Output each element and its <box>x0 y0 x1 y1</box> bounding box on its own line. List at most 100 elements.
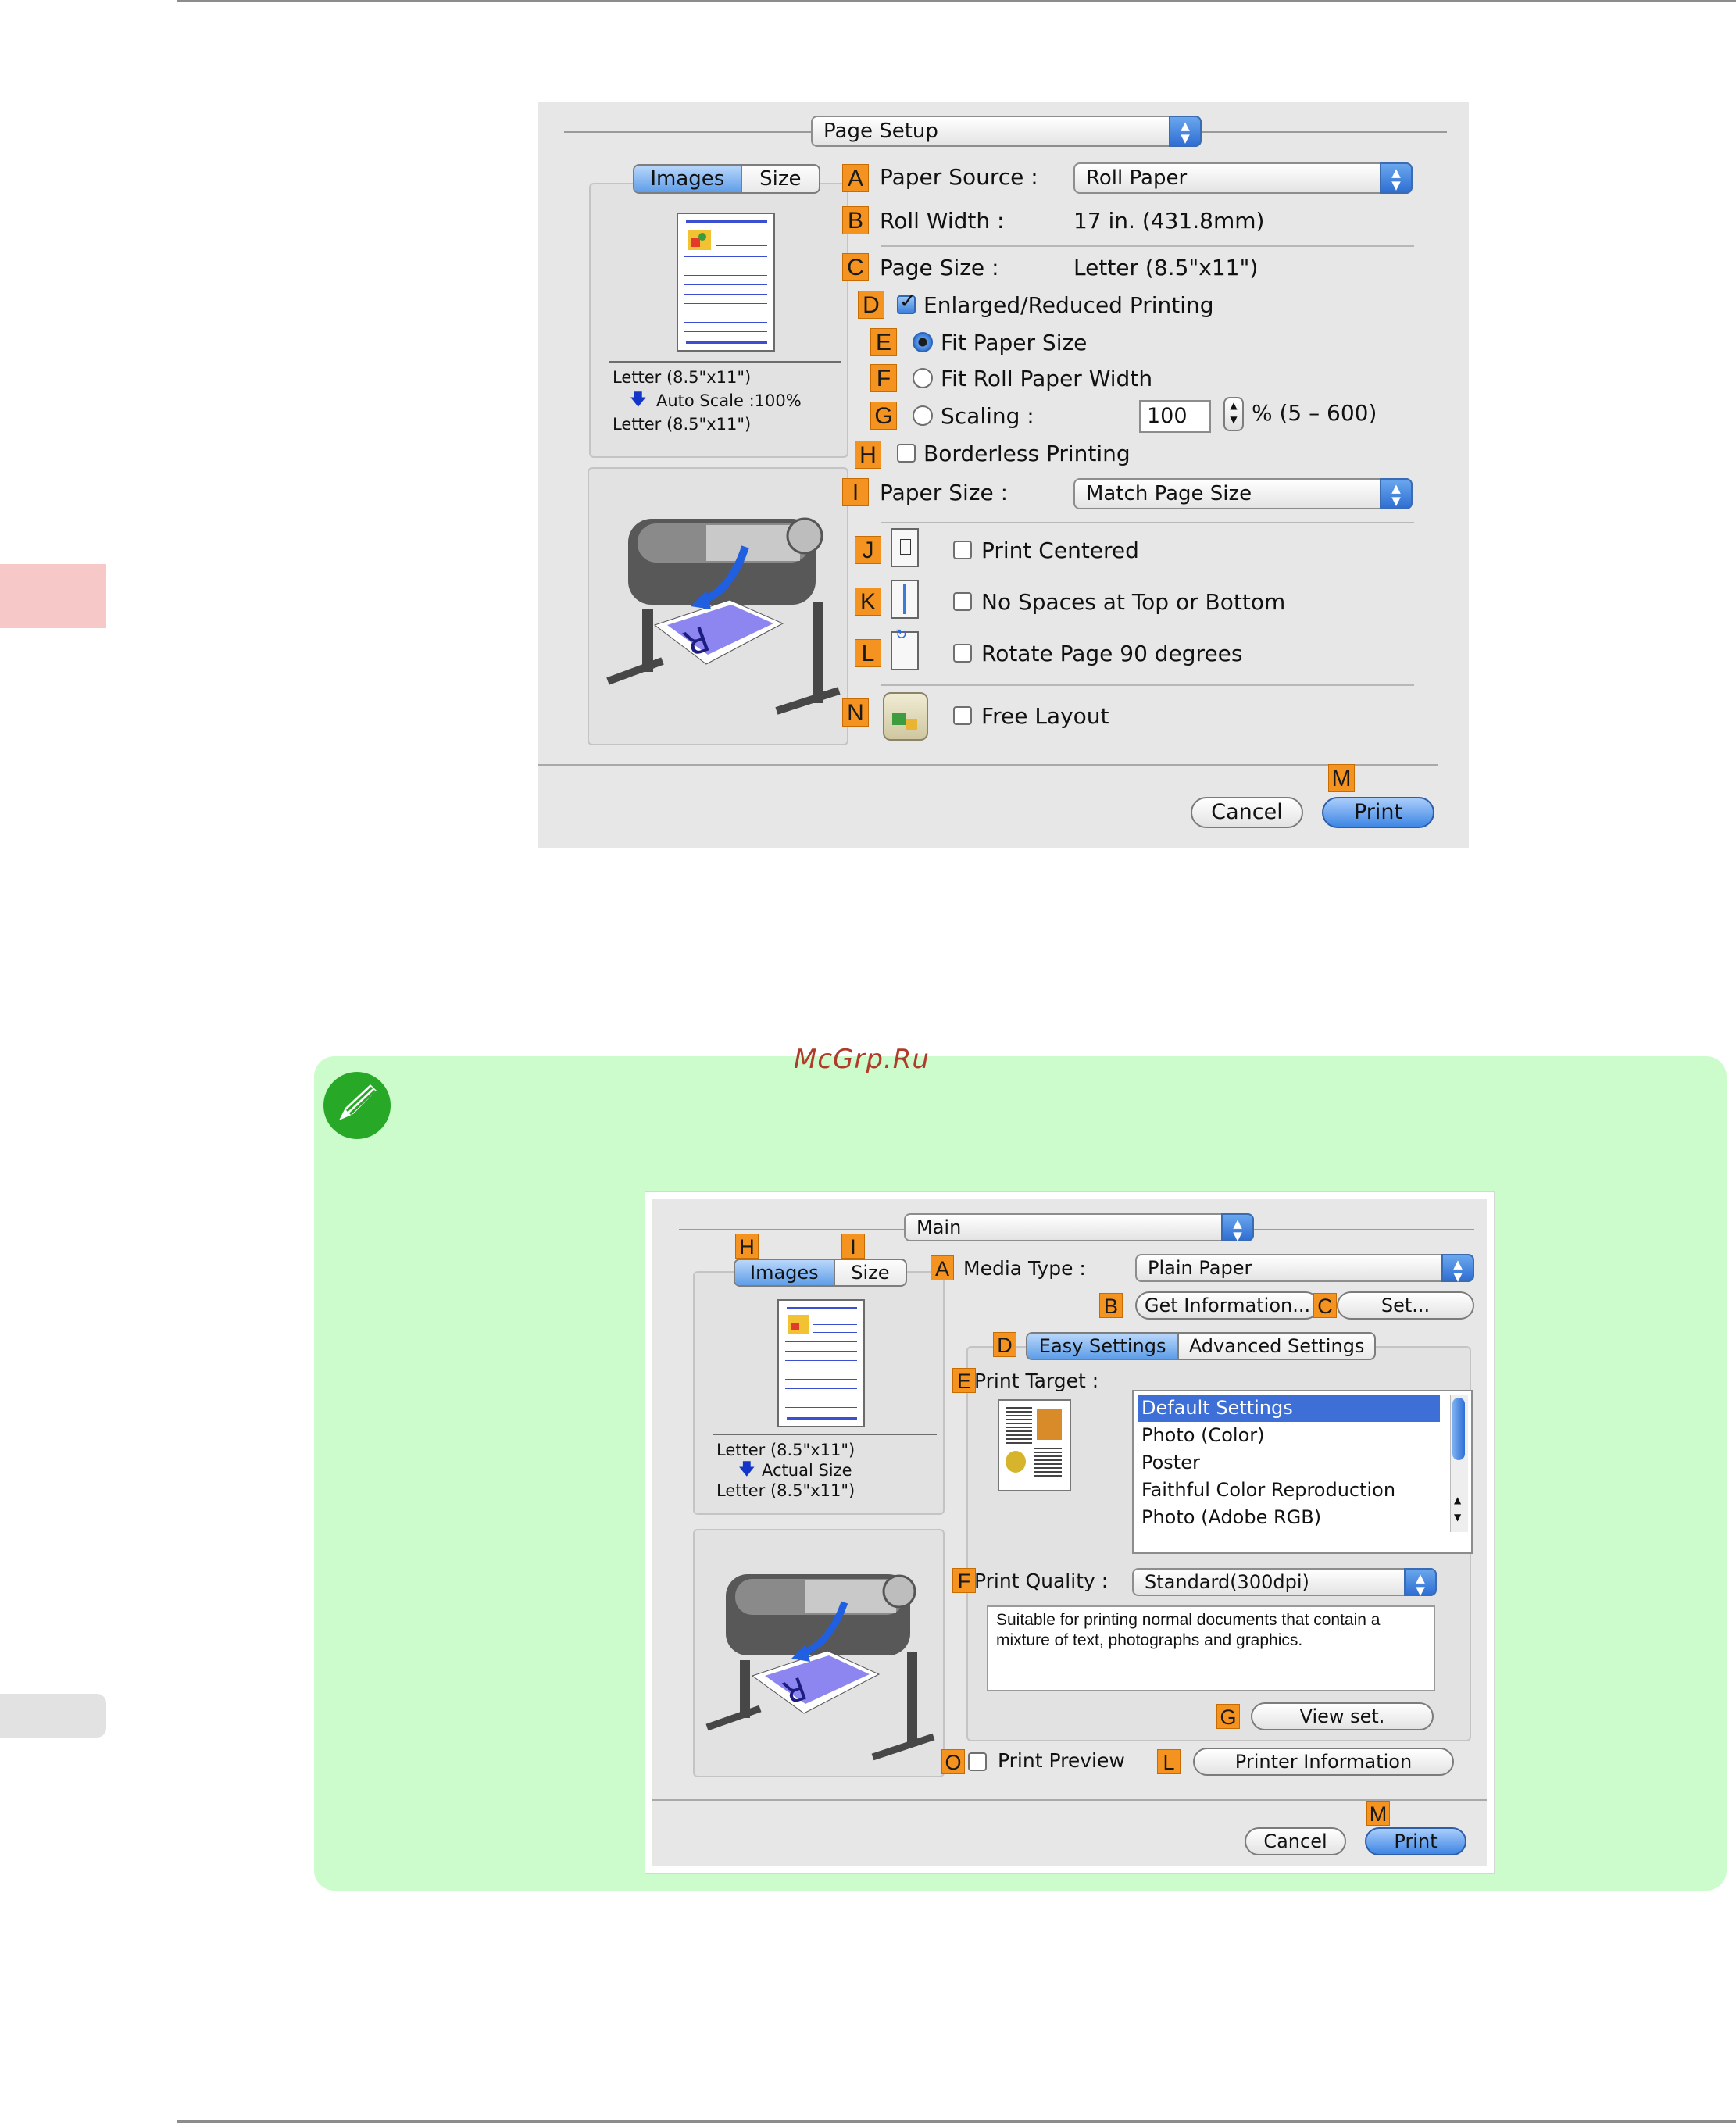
print-quality-select[interactable]: Standard(300dpi)▲▼ <box>1132 1568 1437 1597</box>
list-scrollbar[interactable]: ▲ ▼ <box>1450 1395 1468 1532</box>
scaling-input[interactable]: 100 <box>1139 400 1211 433</box>
scaling-range: % (5 – 600) <box>1252 400 1377 426</box>
page-size-value: Letter (8.5"x11") <box>1073 255 1259 280</box>
scaling-radio[interactable] <box>913 405 933 426</box>
borderless-checkbox[interactable] <box>897 444 916 462</box>
divider <box>679 1229 921 1230</box>
set-button[interactable]: Set... <box>1337 1291 1474 1320</box>
tab-size[interactable]: Size <box>759 167 802 191</box>
quality-description: Suitable for printing normal documents t… <box>987 1605 1435 1691</box>
print-target-thumbnail <box>998 1399 1071 1491</box>
print-preview-checkbox[interactable] <box>968 1752 987 1771</box>
badge-n: N <box>842 698 869 727</box>
paper-size-select[interactable]: Match Page Size▲▼ <box>1073 478 1413 509</box>
enlarged-reduced-checkbox[interactable] <box>897 290 916 314</box>
badge-m: M <box>1328 764 1355 792</box>
list-item[interactable]: Photo (Adobe RGB) <box>1141 1506 1322 1528</box>
preview-output-size: Letter (8.5"x11") <box>613 415 752 434</box>
pencil-note-icon <box>323 1072 391 1139</box>
chapter-tab <box>0 1694 106 1738</box>
updown-arrows-icon: ▲▼ <box>1380 478 1413 509</box>
printer-illustration: R <box>705 1574 935 1761</box>
no-spaces-checkbox[interactable] <box>953 592 972 611</box>
page-setup-dialog: Page Setup▲▼ Images Size Letter (8.5"x11… <box>538 102 1469 848</box>
tab-advanced-settings[interactable]: Advanced Settings <box>1188 1335 1365 1357</box>
divider <box>881 522 1414 523</box>
fit-paper-size-label: Fit Paper Size <box>941 330 1088 355</box>
printer-information-button[interactable]: Printer Information <box>1193 1748 1454 1776</box>
scaling-stepper[interactable]: ▲▼ <box>1223 397 1244 431</box>
top-rule <box>177 0 1736 2</box>
divider <box>652 1799 1487 1801</box>
fit-roll-width-radio[interactable] <box>913 368 933 388</box>
media-type-select[interactable]: Plain Paper▲▼ <box>1135 1254 1474 1283</box>
free-layout-checkbox[interactable] <box>953 706 972 725</box>
badge-f: F <box>952 1568 976 1593</box>
divider <box>881 245 1414 247</box>
down-arrow-icon: 🡇 <box>630 390 647 409</box>
paper-size-label: Paper Size : <box>880 480 1009 505</box>
badge-b: B <box>1099 1293 1123 1318</box>
cancel-button[interactable]: Cancel <box>1245 1827 1346 1855</box>
print-centered-checkbox[interactable] <box>953 541 972 559</box>
print-centered-icon <box>891 528 919 567</box>
fit-roll-width-label: Fit Roll Paper Width <box>941 366 1153 391</box>
rotate-page-label: Rotate Page 90 degrees <box>981 641 1243 666</box>
badge-i: I <box>842 478 869 506</box>
printer-illustration-group: R <box>588 467 848 745</box>
roll-width-label: Roll Width : <box>880 208 1005 234</box>
tab-images[interactable]: Images <box>634 166 742 192</box>
badge-b: B <box>842 206 869 234</box>
view-set-button[interactable]: View set. <box>1251 1702 1434 1730</box>
fit-paper-size-radio[interactable] <box>913 332 933 352</box>
free-layout-icon <box>883 692 928 741</box>
list-item[interactable]: Default Settings <box>1138 1395 1440 1422</box>
badge-m: M <box>1366 1801 1390 1826</box>
badge-a: A <box>931 1255 954 1280</box>
chapter-tab-active <box>0 564 106 628</box>
divider <box>538 764 1438 766</box>
tab-size[interactable]: Size <box>851 1262 890 1284</box>
badge-l: L <box>1157 1749 1181 1774</box>
divider <box>713 1434 937 1435</box>
no-spaces-label: No Spaces at Top or Bottom <box>981 589 1286 615</box>
get-information-button[interactable]: Get Information... <box>1135 1291 1320 1320</box>
tab-easy-settings[interactable]: Easy Settings <box>1027 1334 1180 1359</box>
rotate-page-checkbox[interactable] <box>953 644 972 662</box>
roll-width-value: 17 in. (431.8mm) <box>1073 208 1265 234</box>
preview-page-size: Letter (8.5"x11") <box>613 368 752 387</box>
preview-tabs[interactable]: Images Size <box>734 1259 907 1287</box>
preview-tabs[interactable]: Images Size <box>633 164 820 194</box>
divider <box>1200 131 1447 133</box>
image-icon <box>788 1315 809 1334</box>
scaling-label: Scaling : <box>941 403 1034 429</box>
badge-e: E <box>952 1368 976 1393</box>
badge-c: C <box>1313 1293 1337 1318</box>
list-item[interactable]: Photo (Color) <box>1141 1424 1265 1446</box>
paper-source-select[interactable]: Roll Paper▲▼ <box>1073 162 1413 194</box>
page-thumbnail <box>777 1299 865 1427</box>
paper-source-label: Paper Source : <box>880 164 1038 190</box>
badge-j: J <box>855 536 881 564</box>
badge-l: L <box>855 639 881 667</box>
badge-h: H <box>735 1234 759 1259</box>
page-setup-menu[interactable]: Page Setup▲▼ <box>811 116 1202 147</box>
print-target-list[interactable]: Default Settings Photo (Color) Poster Fa… <box>1132 1390 1473 1554</box>
image-icon <box>688 230 711 250</box>
print-button[interactable]: Print <box>1322 797 1434 828</box>
settings-tabs[interactable]: Easy Settings Advanced Settings <box>1026 1332 1376 1360</box>
print-button[interactable]: Print <box>1365 1827 1466 1855</box>
enlarged-reduced-label: Enlarged/Reduced Printing <box>923 292 1214 318</box>
main-menu[interactable]: Main▲▼ <box>904 1213 1254 1242</box>
print-preview-label: Print Preview <box>998 1749 1125 1772</box>
list-item[interactable]: Poster <box>1141 1452 1200 1473</box>
badge-h: H <box>855 441 881 469</box>
printer-illustration: R <box>606 517 841 715</box>
rotate-page-icon: ↻ <box>891 627 919 670</box>
cancel-button[interactable]: Cancel <box>1191 797 1303 828</box>
tab-images[interactable]: Images <box>735 1260 835 1285</box>
divider <box>881 684 1414 686</box>
print-quality-label: Print Quality : <box>974 1570 1109 1592</box>
divider <box>1252 1229 1474 1230</box>
list-item[interactable]: Faithful Color Reproduction <box>1141 1479 1396 1501</box>
